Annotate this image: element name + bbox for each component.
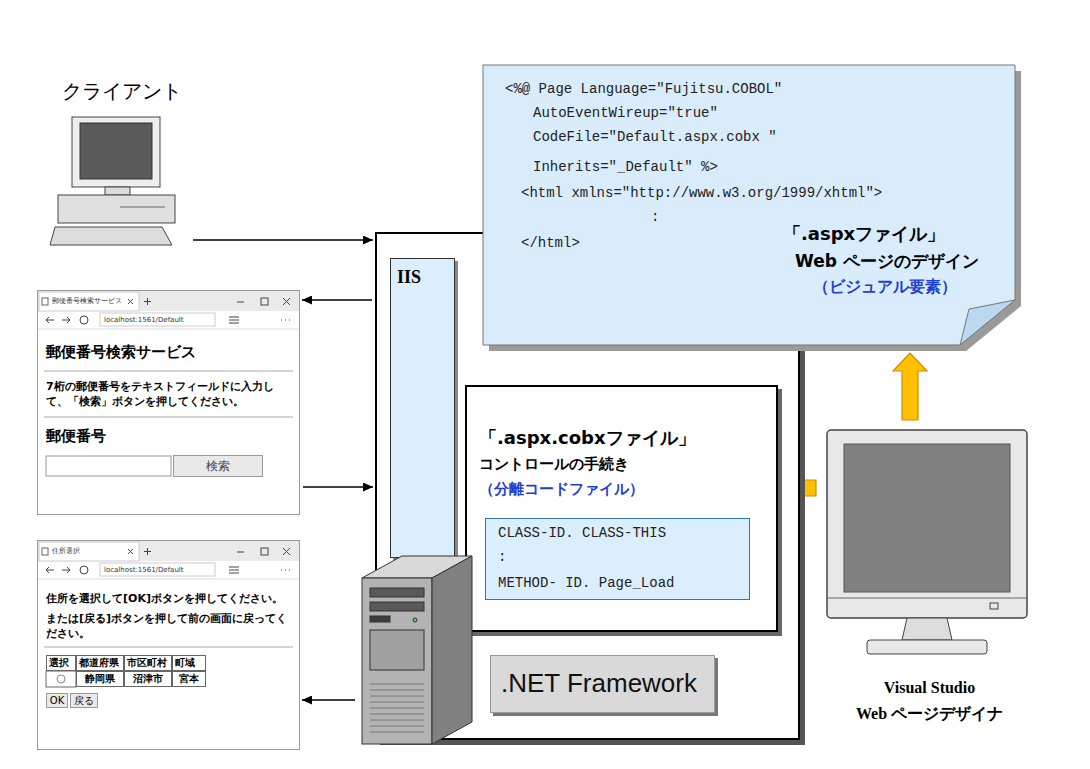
table-cell: 市区町村 bbox=[124, 655, 172, 671]
file-note: （分離コードファイル） bbox=[479, 480, 644, 498]
table-cell: 都道府県 bbox=[76, 655, 124, 671]
file-title: 「.aspx.cobxファイル」 bbox=[479, 427, 696, 449]
code-line: <%@ Page Language="Fujitsu.COBOL" bbox=[505, 81, 782, 98]
flow-arrow bbox=[302, 699, 355, 701]
page-heading: 郵便番号検索サービス bbox=[46, 343, 196, 361]
iis-label: IIS bbox=[397, 267, 421, 289]
file-desc: Web ページのデザイン bbox=[795, 251, 979, 271]
code-line: CodeFile="Default.aspx.cobx " bbox=[533, 129, 777, 146]
file-note: （ビジュアル要素） bbox=[813, 277, 957, 296]
table-cell: 町域 bbox=[172, 655, 206, 671]
button-label: 検索 bbox=[173, 455, 263, 477]
flow-arrow bbox=[303, 486, 373, 488]
tool-label: Visual Studio bbox=[822, 678, 1037, 697]
code-line: METHOD- ID. Page_Load bbox=[498, 575, 674, 592]
table-cell: 選択 bbox=[46, 655, 76, 671]
table-cell: 静岡県 bbox=[76, 671, 124, 687]
aspx-file-document: <%@ Page Language="Fujitsu.COBOL" AutoEve… bbox=[483, 65, 1015, 345]
code-line: AutoEventWireup="true" bbox=[533, 105, 718, 122]
tab-title: 住所選択 bbox=[52, 547, 80, 555]
tool-label: Web ページデザイナ bbox=[822, 704, 1037, 723]
framework-box: .NET Framework bbox=[490, 655, 715, 713]
browser-window: 住所選択 localhost:1561/Default 住所を選択して[OK]ボタン… bbox=[37, 540, 300, 750]
tab-title: 郵便番号検索サービス bbox=[52, 297, 122, 305]
block-arrow bbox=[893, 353, 927, 420]
client-pc: クライアント bbox=[50, 75, 190, 250]
code-line: <html xmlns="http://www.w3.org/1999/xhtm… bbox=[521, 185, 882, 202]
flow-arrow bbox=[302, 299, 372, 301]
browser-window: 郵便番号検索サービス localhost:1561/Default 郵便番号検索サー… bbox=[37, 290, 300, 515]
address-text: localhost:1561/Default bbox=[104, 566, 184, 574]
code-file-box: 「.aspx.cobxファイル」コントロールの手続き （分離コードファイル） CLA… bbox=[465, 385, 778, 632]
page-text: 住所を選択して[OK]ボタンを押してください。 bbox=[46, 591, 283, 606]
code-box: CLASS-ID. CLASS-THIS: METHOD- ID. Page_Lo… bbox=[485, 518, 750, 600]
file-title: 「.aspxファイル」 bbox=[783, 223, 945, 245]
page-text: または[戻る]ボタンを押して前の画面に戻ってください。 bbox=[46, 611, 294, 641]
table-cell: 宮本 bbox=[172, 671, 206, 687]
flow-arrow bbox=[193, 239, 373, 241]
code-line: : bbox=[651, 209, 659, 226]
iis-band: IIS bbox=[390, 258, 455, 558]
code-line: </html> bbox=[521, 235, 580, 252]
address-text: localhost:1561/Default bbox=[104, 316, 184, 324]
button-label: OK bbox=[46, 693, 68, 708]
code-line: : bbox=[498, 549, 506, 566]
file-desc: コントロールの手続き bbox=[479, 455, 629, 473]
client-label: クライアント bbox=[62, 79, 182, 103]
button-label: 戻る bbox=[70, 693, 98, 708]
code-line: CLASS-ID. CLASS-THIS bbox=[498, 525, 666, 542]
table-cell: 沼津市 bbox=[124, 671, 172, 687]
framework-label: .NET Framework bbox=[501, 668, 697, 699]
page-text: 7桁の郵便番号をテキストフィールドに入力して、「検索」ボタンを押してください。 bbox=[46, 379, 294, 409]
code-line: Inherits="_Default" %> bbox=[533, 159, 718, 176]
field-label: 郵便番号 bbox=[46, 427, 106, 445]
designer-monitor: Visual StudioWeb ページデザイナ bbox=[822, 428, 1037, 738]
